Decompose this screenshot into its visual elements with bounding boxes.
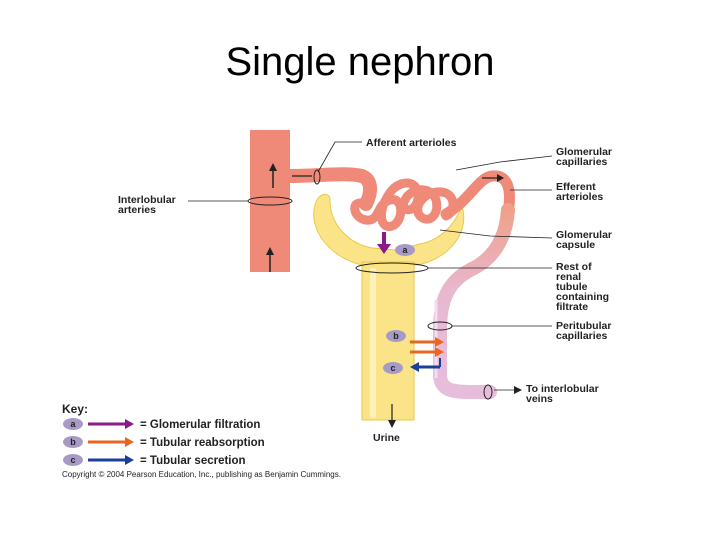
copyright: Copyright © 2004 Pearson Education, Inc.… <box>62 470 341 479</box>
label-efferent-arterioles-2: arterioles <box>556 191 603 203</box>
key-reabsorption-arrowhead-icon <box>125 437 134 447</box>
tubule-highlight <box>370 268 376 418</box>
label-rest-of-tubule-5: filtrate <box>556 301 588 313</box>
renal-tubule <box>362 262 414 420</box>
key-reabsorption-text: = Tubular reabsorption <box>140 437 265 449</box>
arrowhead-icon <box>514 386 522 394</box>
key-badge-b-text: b <box>70 437 76 447</box>
key-filtration-arrowhead-icon <box>125 419 134 429</box>
label-interlobular-arteries-2: arteries <box>118 204 156 216</box>
key-secretion-arrowhead-icon <box>125 455 134 465</box>
key-secretion-text: = Tubular secretion <box>140 455 246 467</box>
label-interlobular-veins-2: veins <box>526 393 553 405</box>
label-afferent-arterioles: Afferent arterioles <box>366 137 457 149</box>
label-peritubular-capillaries-2: capillaries <box>556 330 608 342</box>
key-filtration-text: = Glomerular filtration <box>140 419 260 431</box>
label-glomerular-capillaries-2: capillaries <box>556 156 608 168</box>
badge-c-text: c <box>390 363 395 373</box>
arrowhead-icon <box>388 420 396 428</box>
label-glomerular-capsule-2: capsule <box>556 239 595 251</box>
efferent-arteriole <box>446 176 509 214</box>
badge-b-text: b <box>393 331 399 341</box>
label-urine: Urine <box>373 432 400 444</box>
key-title: Key: <box>62 402 88 416</box>
key-badge-c-text: c <box>70 455 75 465</box>
leader-glomerular-caps <box>456 156 552 170</box>
